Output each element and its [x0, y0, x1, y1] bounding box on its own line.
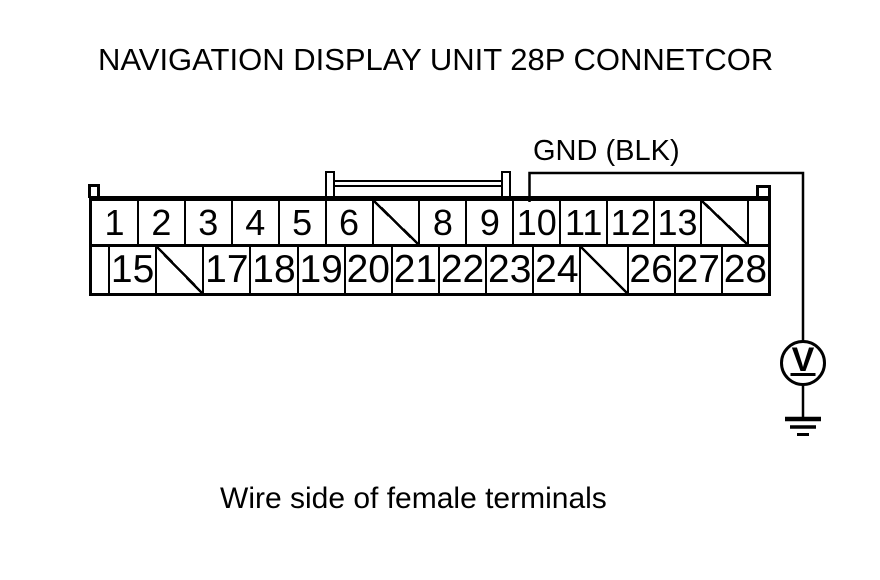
pin-cell-9: 9 — [465, 201, 512, 244]
spacer-cell — [746, 201, 768, 244]
pin-cell-3: 3 — [183, 201, 231, 244]
blocked-cell — [371, 201, 419, 244]
blocked-cell — [155, 247, 203, 293]
pin-cell-26: 26 — [626, 247, 674, 293]
pin-cell-1: 1 — [104, 201, 125, 243]
pin-cell-24: 24 — [532, 247, 579, 293]
gnd-wire-label: GND (BLK) — [533, 135, 680, 167]
ground-icon — [785, 416, 821, 436]
pin-cell-18: 18 — [249, 247, 296, 293]
pin-cell-28: 28 — [720, 247, 768, 293]
gnd-wire — [528, 171, 805, 342]
pin-cell-2: 2 — [136, 201, 184, 244]
pin-cell-23: 23 — [485, 247, 532, 293]
connector-latch-post-left — [325, 171, 335, 198]
pin-cell-6: 6 — [324, 201, 372, 244]
blocked-cell — [579, 247, 627, 293]
pin-cell-8: 8 — [418, 201, 465, 244]
connector-notch-right — [756, 185, 771, 198]
pin-cell-19: 19 — [296, 247, 344, 293]
pin-cell-27: 27 — [673, 247, 721, 293]
pin-cell-11: 11 — [559, 201, 606, 244]
pin-cell-12: 12 — [606, 201, 653, 244]
pin-cell-5: 5 — [277, 201, 325, 244]
pin-cell-15: 15 — [108, 247, 155, 293]
caption: Wire side of female terminals — [220, 482, 607, 515]
pin-cell-13: 13 — [653, 201, 700, 244]
spacer-cell — [92, 247, 108, 293]
pin-cell-17: 17 — [202, 247, 249, 293]
gnd-circuit: V — [528, 171, 826, 436]
connector-latch-post-right — [501, 171, 511, 198]
blocked-cell — [699, 201, 747, 244]
connector-notch-left — [88, 184, 100, 198]
pin-cell-4: 4 — [230, 201, 278, 244]
connector-latch-bar — [330, 180, 506, 187]
pin-cell-22: 22 — [437, 247, 485, 293]
diagram-title: NAVIGATION DISPLAY UNIT 28P CONNETCOR — [98, 42, 774, 77]
voltmeter-label: V — [792, 341, 815, 379]
pin-cell-10: 10 — [512, 201, 559, 244]
pin-cell-20: 20 — [343, 247, 391, 293]
pin-cell-21: 21 — [390, 247, 438, 293]
